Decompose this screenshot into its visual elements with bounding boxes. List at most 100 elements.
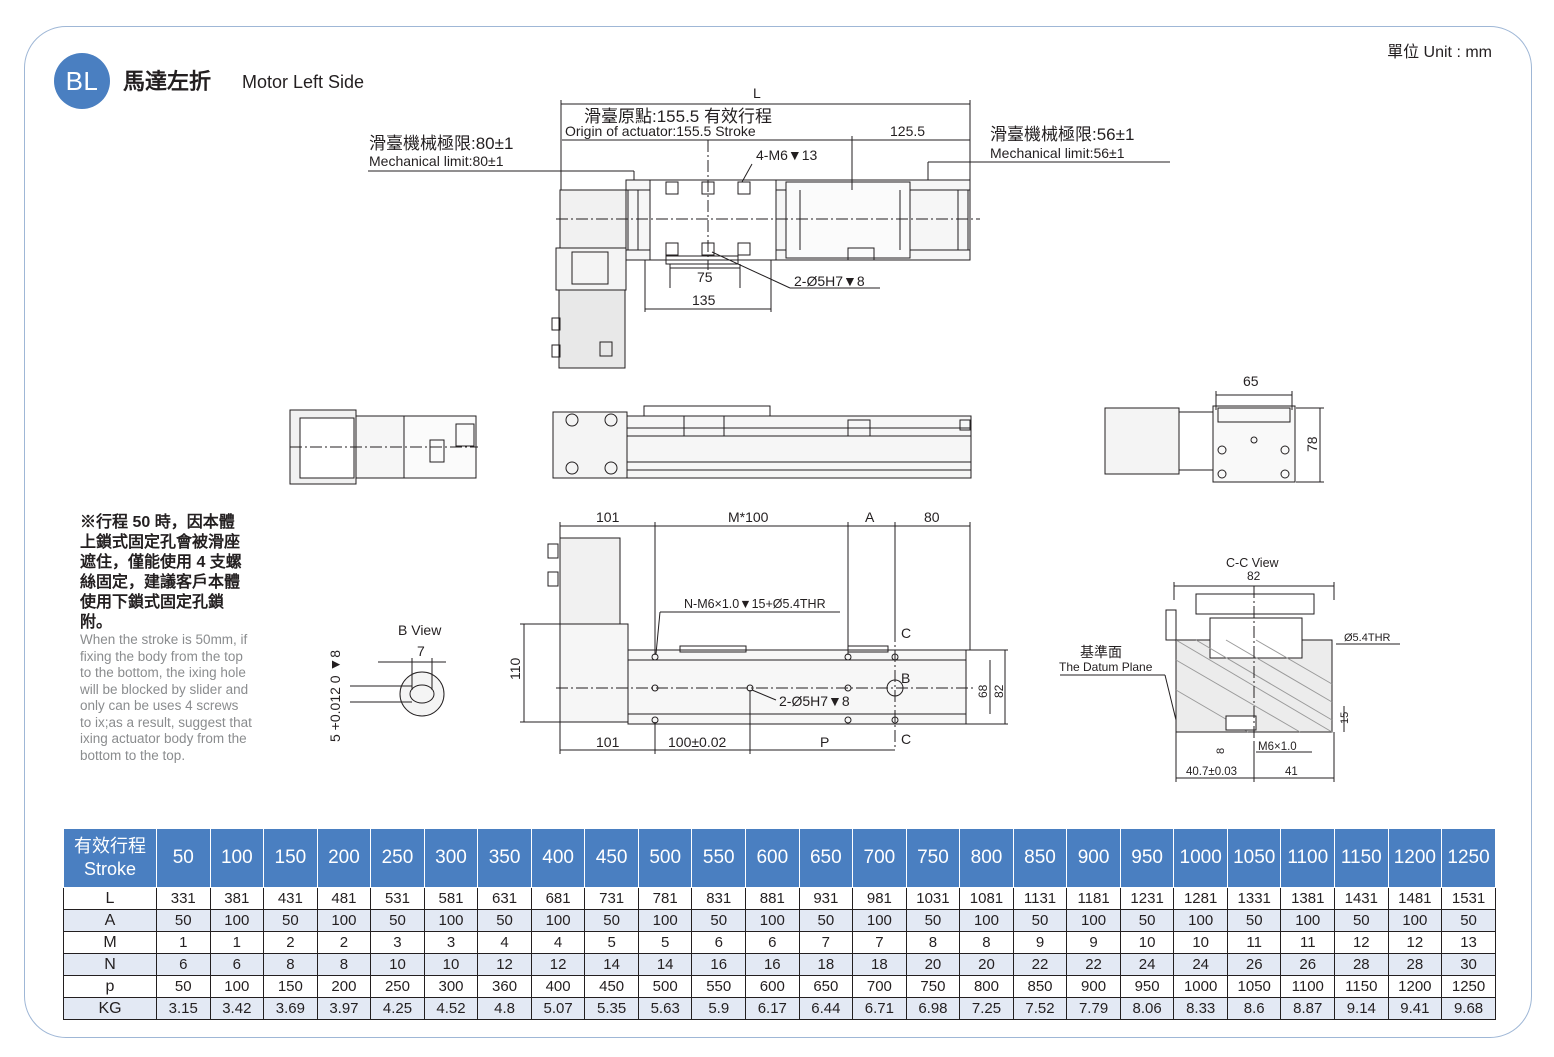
table-cell: 1 [156,931,211,954]
pin-holes-top: 2-Ø5H7▼8 [794,273,865,289]
table-cell: 1050 [1226,975,1282,998]
table-cell: 481 [316,887,372,910]
dim-135: 135 [692,292,716,308]
table-cell: 16 [745,953,800,976]
row-label: p [63,975,157,998]
table-cell: 12 [530,953,586,976]
table-cell: 1150 [1334,975,1389,998]
datum-en: The Datum Plane [1059,660,1153,674]
dim-68: 68 [976,684,990,698]
table-cell: 1181 [1066,887,1121,910]
table-cell: 50 [905,909,961,932]
table-cell: 8.33 [1173,997,1228,1020]
table-cell: 50 [1441,909,1496,932]
table-cell: 550 [691,975,747,998]
table-cell: 800 [959,975,1014,998]
table-cell: 450 [584,975,639,998]
table-cell: 581 [423,887,479,910]
table-cell: 731 [584,887,639,910]
table-cell: 4 [477,931,532,954]
table-cell: 10 [370,953,425,976]
table-cell: 16 [691,953,747,976]
stroke-header-value: 900 [1066,828,1121,888]
table-cell: 100 [1173,909,1228,932]
section-c-top: C [901,625,911,641]
table-cell: 100 [1280,909,1336,932]
table-cell: 950 [1119,975,1175,998]
table-cell: 8 [263,953,318,976]
table-cell: 400 [530,975,586,998]
table-cell: 2 [263,931,318,954]
table-cell: 50 [477,909,532,932]
table-cell: 30 [1441,953,1496,976]
row-label: L [63,887,157,910]
table-cell: 4.52 [423,997,479,1020]
row-label: KG [63,997,157,1020]
table-cell: 12 [1334,931,1389,954]
dim-125-5: 125.5 [890,123,925,139]
table-cell: 50 [263,909,318,932]
table-cell: 8 [316,953,372,976]
dim-8: 8 [1215,748,1227,754]
table-cell: 100 [209,909,265,932]
dim-m100: M*100 [728,509,769,525]
stroke-header-value: 650 [798,828,854,888]
table-cell: 1331 [1226,887,1282,910]
right-end-view [1104,391,1324,483]
stroke-header-value: 1250 [1441,828,1496,888]
dim-l: L [753,85,761,101]
table-cell: 4 [530,931,586,954]
dim-100-tol: 100±0.02 [668,734,727,750]
table-cell: 7 [852,931,907,954]
table-cell: 650 [798,975,854,998]
mech-left-en: Mechanical limit:80±1 [369,153,504,169]
table-cell: 14 [584,953,639,976]
dim-40-7: 40.7±0.03 [1186,766,1237,778]
stroke-header-value: 550 [691,828,747,888]
table-cell: 9 [1012,931,1068,954]
page-title-zh: 馬達左折 [123,69,212,94]
dim-65: 65 [1243,373,1259,389]
table-cell: 200 [316,975,372,998]
row-label: N [63,953,157,976]
table-cell: 50 [156,975,211,998]
dim-p: P [820,734,829,750]
stroke-header-value: 350 [477,828,532,888]
table-cell: 50 [584,909,639,932]
origin-zh: 滑臺原點:155.5 有效行程 [584,107,772,126]
table-cell: 6 [745,931,800,954]
stroke-header-value: 850 [1012,828,1068,888]
table-cell: 1131 [1012,887,1068,910]
table-cell: 2 [316,931,372,954]
table-cell: 3.42 [209,997,265,1020]
table-cell: 1200 [1387,975,1443,998]
table-cell: 250 [370,975,425,998]
stroke-header-value: 1100 [1280,828,1336,888]
table-cell: 7 [798,931,854,954]
dim-110: 110 [507,657,523,680]
stroke-header-value: 150 [263,828,318,888]
section-c-bottom: C [901,731,911,747]
table-cell: 981 [852,887,907,910]
table-cell: 331 [156,887,211,910]
mech-right-zh: 滑臺機械極限:56±1 [990,125,1134,144]
mech-right-en: Mechanical limit:56±1 [990,145,1125,161]
dim-5-tol: 5 +0.012 0 ▼8 [327,650,343,742]
table-cell: 50 [156,909,211,932]
table-cell: 1281 [1173,887,1228,910]
stroke-header-value: 300 [423,828,479,888]
table-cell: 3 [423,931,479,954]
table-cell: 24 [1173,953,1228,976]
stroke-header-value: 1000 [1173,828,1228,888]
table-cell: 381 [209,887,265,910]
table-cell: 100 [530,909,586,932]
stroke-note-en: When the stroke is 50mm, if fixing the b… [80,632,252,763]
table-cell: 22 [1012,953,1068,976]
table-cell: 12 [1387,931,1443,954]
table-cell: 6.17 [745,997,800,1020]
top-view [368,100,1170,369]
table-cell: 8.87 [1280,997,1336,1020]
